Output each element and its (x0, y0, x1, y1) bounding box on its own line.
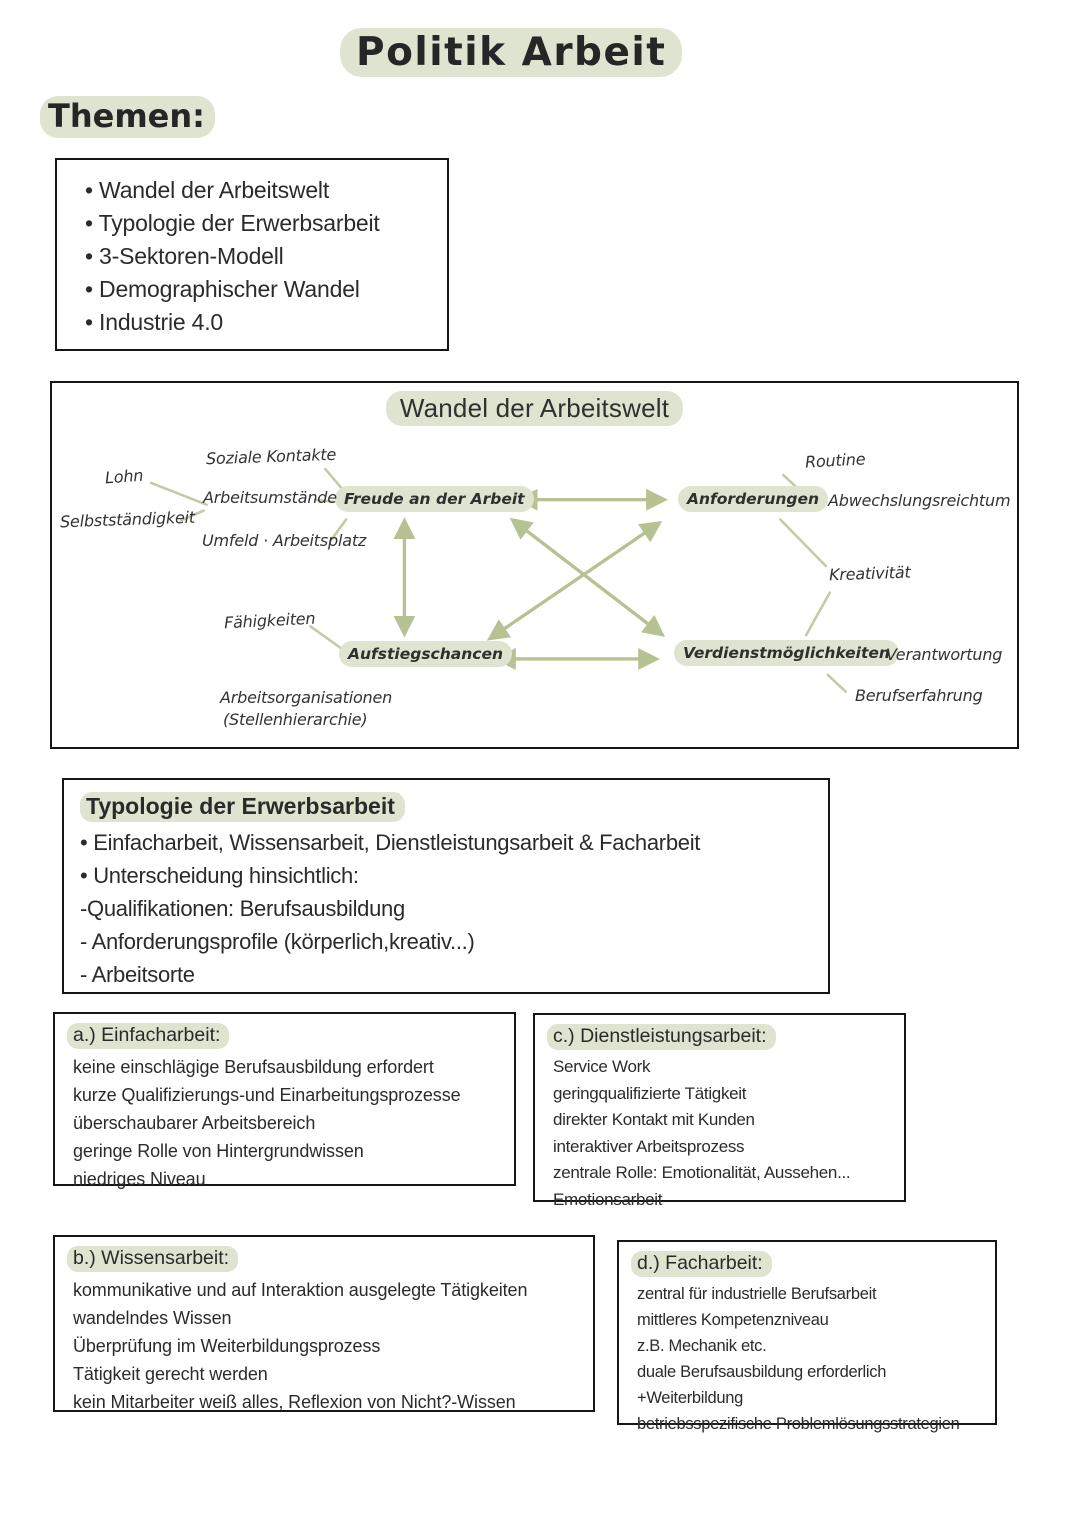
typologie-line: • Unterscheidung hinsichtlich: (80, 863, 359, 888)
card-line: geringe Rolle von Hintergrundwissen (73, 1141, 364, 1161)
card-line: betriebsspezifische Problemlösungsstrate… (637, 1415, 960, 1433)
diagram-label-arbeitsorganisationen: Arbeitsorganisationen (220, 688, 393, 707)
topic-item: Wandel der Arbeitswelt (85, 174, 437, 207)
diagram-node-aufstiegschancen: Aufstiegschancen (339, 641, 513, 667)
typologie-line: - Arbeitsorte (80, 962, 195, 987)
card-line: Service Work (553, 1057, 651, 1076)
page-title-highlight: Politik Arbeit (340, 28, 683, 77)
card-line: geringqualifizierte Tätigkeit (553, 1083, 747, 1103)
diagram-label-routine: Routine (804, 449, 866, 472)
card-wissensarbeit-title: b.) Wissensarbeit: (67, 1246, 581, 1272)
card-einfacharbeit-title: a.) Einfacharbeit: (67, 1023, 502, 1049)
diagram-label-verantwortung: Verantwortung (886, 645, 1003, 664)
diagram-label-kreativitaet: Kreativität (828, 562, 911, 585)
card-line: kein Mitarbeiter weiß alles, Reflexion v… (73, 1392, 516, 1412)
typologie-box: Typologie der Erwerbsarbeit • Einfacharb… (62, 778, 830, 994)
topics-list: Wandel der Arbeitswelt Typologie der Erw… (85, 174, 437, 339)
diagram-label-arbeitsumstaende: Arbeitsumstände (203, 488, 337, 507)
card-line: überschaubarer Arbeitsbereich (73, 1113, 316, 1133)
card-wissensarbeit: b.) Wissensarbeit: kommunikative und auf… (53, 1235, 595, 1412)
themen-highlight: Themen: (40, 96, 215, 138)
diagram-title-highlight: Wandel der Arbeitswelt (385, 391, 684, 426)
topic-item: Industrie 4.0 (85, 306, 437, 339)
page-title: Politik Arbeit (340, 28, 683, 77)
card-line: wandelndes Wissen (73, 1308, 232, 1328)
card-line: zentrale Rolle: Emotionalität, Aussehen.… (553, 1163, 851, 1182)
typologie-line: -Qualifikationen: Berufsausbildung (80, 896, 405, 921)
card-facharbeit-title-highlight: d.) Facharbeit: (631, 1251, 772, 1277)
card-einfacharbeit-title-highlight: a.) Einfacharbeit: (67, 1023, 230, 1049)
diagram-node-anforderungen: Anforderungen (678, 486, 829, 512)
card-line: keine einschlägige Berufsausbildung erfo… (73, 1057, 434, 1077)
topics-box: Wandel der Arbeitswelt Typologie der Erw… (55, 158, 449, 351)
typologie-title-highlight: Typologie der Erwerbsarbeit (80, 792, 405, 822)
topic-item: 3-Sektoren-Modell (85, 240, 437, 273)
card-line: kurze Qualifizierungs-und Einarbeitungsp… (73, 1085, 461, 1105)
card-dienstleistungsarbeit-title: c.) Dienstleistungsarbeit: (547, 1024, 892, 1050)
themen-heading: Themen: (40, 96, 215, 138)
card-line: z.B. Mechanik etc. (637, 1337, 767, 1355)
card-line: Tätigkeit gerecht werden (73, 1364, 268, 1384)
card-line: Überprüfung im Weiterbildungsprozess (73, 1336, 381, 1356)
typologie-line: • Einfacharbeit, Wissensarbeit, Dienstle… (80, 830, 701, 855)
typologie-title: Typologie der Erwerbsarbeit (80, 792, 812, 822)
card-line: duale Berufsausbildung erforderlich (637, 1363, 887, 1381)
card-line: Emotionsarbeit (553, 1189, 663, 1209)
card-line: direkter Kontakt mit Kunden (553, 1110, 755, 1129)
card-line: niedriges Niveau (73, 1169, 206, 1189)
card-line: zentral für industrielle Berufsarbeit (637, 1285, 877, 1303)
card-einfacharbeit: a.) Einfacharbeit: keine einschlägige Be… (53, 1012, 516, 1189)
diagram-label-lohn: Lohn (104, 465, 144, 488)
card-line: interaktiver Arbeitsprozess (553, 1136, 745, 1156)
diagram-label-umfeld-arbeitsplatz: Umfeld · Arbeitsplatz (202, 531, 367, 550)
diagram-box: Wandel der Arbeitswelt Freude an der Arb… (50, 381, 1019, 749)
card-dienstleistungsarbeit: c.) Dienstleistungsarbeit: Service Work … (533, 1013, 906, 1209)
card-facharbeit: d.) Facharbeit: zentral für industrielle… (617, 1240, 997, 1433)
card-wissensarbeit-title-highlight: b.) Wissensarbeit: (67, 1246, 239, 1272)
card-line: kommunikative und auf Interaktion ausgel… (73, 1280, 528, 1300)
diagram-label-abwechslungsreichtum: Abwechslungsreichtum (828, 491, 1011, 510)
diagram-label-stellenhierarchie: (Stellenhierarchie) (223, 710, 368, 729)
card-dienstleistungsarbeit-title-highlight: c.) Dienstleistungsarbeit: (547, 1024, 776, 1050)
card-line: +Weiterbildung (637, 1389, 744, 1407)
diagram-label-berufserfahrung: Berufserfahrung (855, 686, 983, 705)
diagram-title: Wandel der Arbeitswelt (52, 391, 1017, 426)
diagram-connectors (149, 467, 878, 693)
topic-item: Typologie der Erwerbsarbeit (85, 207, 437, 240)
card-facharbeit-title: d.) Facharbeit: (631, 1251, 983, 1277)
diagram-node-freude: Freude an der Arbeit (335, 486, 534, 512)
topic-item: Demographischer Wandel (85, 273, 437, 306)
typologie-line: - Anforderungsprofile (körperlich,kreati… (80, 929, 475, 954)
card-line: mittleres Kompetenzniveau (637, 1311, 829, 1329)
diagram-node-verdienstmoeglichkeiten: Verdienstmöglichkeiten (674, 640, 899, 666)
